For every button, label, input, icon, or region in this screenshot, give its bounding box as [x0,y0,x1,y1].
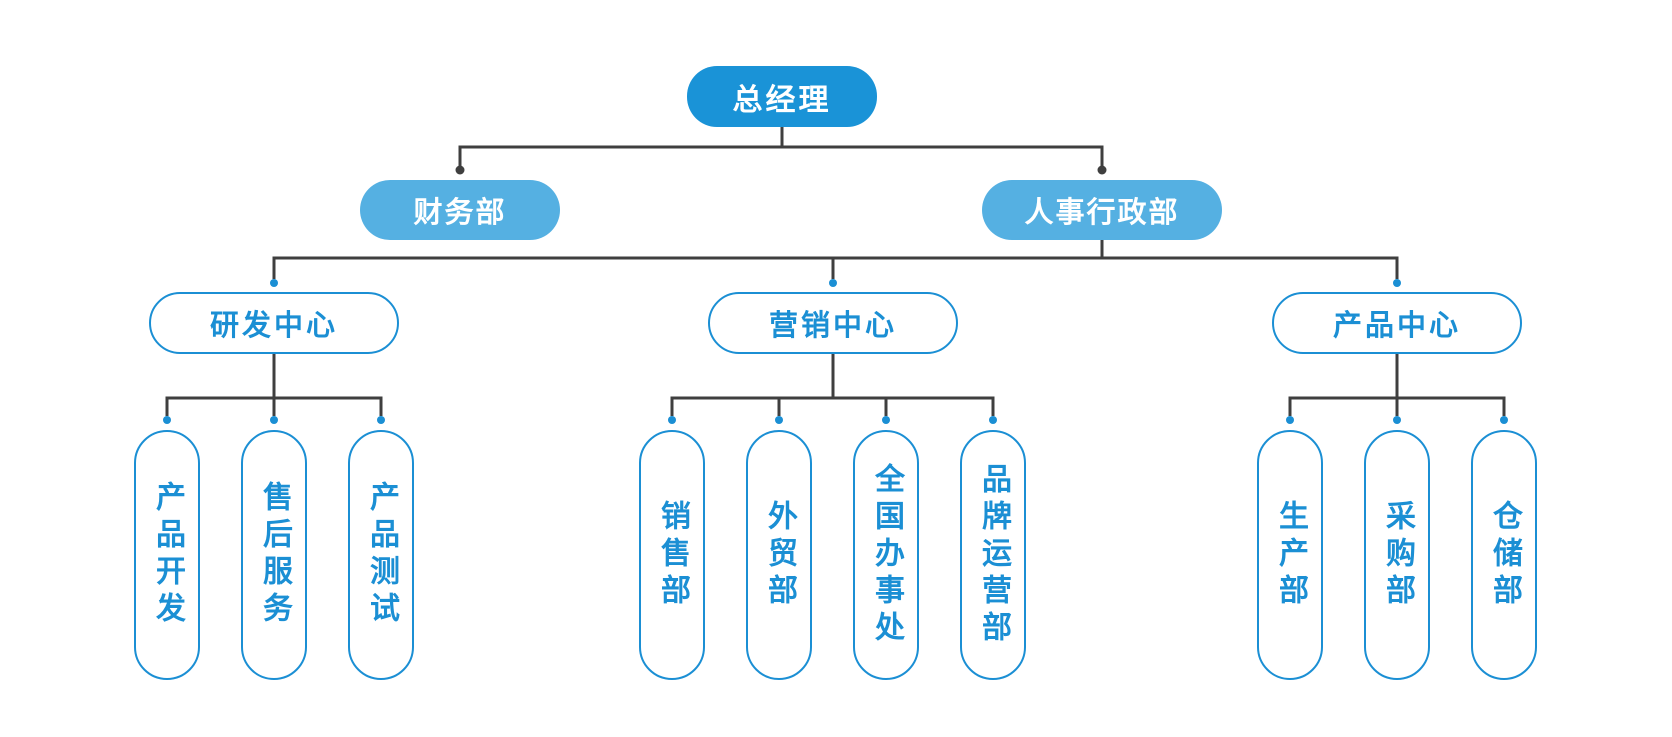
node-warehouse-dept[interactable]: 仓储部 [1471,430,1537,680]
connector-dot-product-testing [377,416,385,424]
connector-dot-national-offices [882,416,890,424]
node-purchasing-dept[interactable]: 采购部 [1364,430,1430,680]
node-finance-dept[interactable]: 财务部 [360,180,560,240]
connector-dot-sales [668,416,676,424]
connector-dot-production [1286,416,1294,424]
node-brand-operations[interactable]: 品牌运营部 [960,430,1026,680]
connector-dot-purchasing [1393,416,1401,424]
node-product-dev[interactable]: 产品开发 [134,430,200,680]
node-rd-center[interactable]: 研发中心 [149,292,399,354]
connector-dot-marketing-center [829,279,837,287]
node-general-manager[interactable]: 总经理 [687,66,877,127]
node-hr-admin-dept[interactable]: 人事行政部 [982,180,1222,240]
connector-level3-elbow [272,256,1399,279]
node-production-dept[interactable]: 生产部 [1257,430,1323,680]
node-sales-dept[interactable]: 销售部 [639,430,705,680]
connector-marketing-elbow [670,396,995,416]
node-product-center[interactable]: 产品中心 [1272,292,1522,354]
node-marketing-center[interactable]: 营销中心 [708,292,958,354]
connector-dot-product-dev [163,416,171,424]
connector-dot-product-center [1393,279,1401,287]
connector-dot-rd-center [270,279,278,287]
node-national-offices[interactable]: 全国办事处 [853,430,919,680]
connector-dot-after-sales [270,416,278,424]
node-product-testing[interactable]: 产品测试 [348,430,414,680]
connector-dot-hr-admin [1097,165,1107,175]
node-after-sales[interactable]: 售后服务 [241,430,307,680]
connector-dot-finance [455,165,465,175]
connector-level2-elbow [458,145,1104,167]
connector-dot-warehouse [1500,416,1508,424]
connector-dot-brand-operations [989,416,997,424]
node-foreign-trade-dept[interactable]: 外贸部 [746,430,812,680]
connector-dot-foreign-trade [775,416,783,424]
